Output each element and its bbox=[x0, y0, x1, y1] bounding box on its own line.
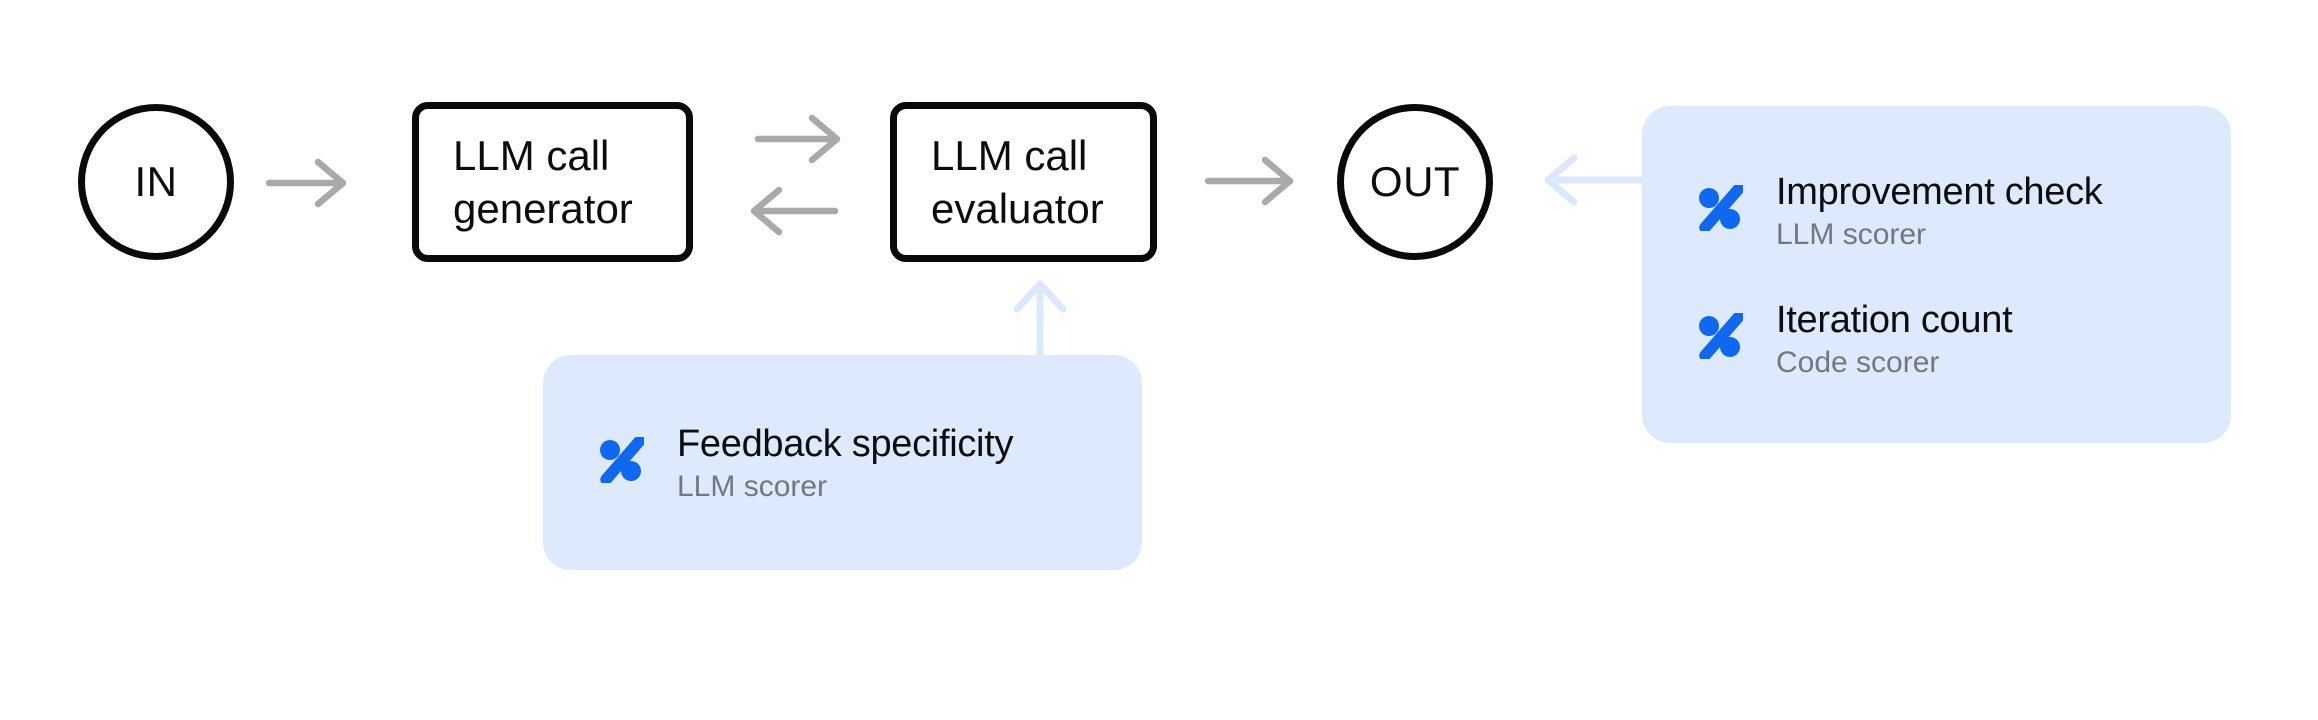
node-label-line: evaluator bbox=[931, 185, 1104, 232]
arrow-feedback-scorer-to-evaluator bbox=[1013, 280, 1067, 362]
feedback-scorer-panel: Feedback specificity LLM scorer bbox=[543, 355, 1142, 570]
input-node: IN bbox=[78, 104, 234, 260]
arrow-output-scorers-to-out bbox=[1544, 154, 1652, 206]
llm-call-generator-node: LLM call generator bbox=[412, 102, 693, 262]
output-scorers-panel: Improvement check LLM scorer Iteration c… bbox=[1642, 106, 2231, 443]
scorer-item-improvement-check: Improvement check LLM scorer bbox=[1699, 169, 2211, 253]
scorer-text: Feedback specificity LLM scorer bbox=[677, 421, 1013, 505]
scorer-item-feedback-specificity: Feedback specificity LLM scorer bbox=[600, 421, 1122, 505]
node-label-line: LLM call bbox=[453, 132, 610, 179]
percent-scorer-icon bbox=[1699, 184, 1743, 231]
arrow-evaluator-to-out bbox=[1204, 156, 1294, 206]
scorer-text: Improvement check LLM scorer bbox=[1776, 169, 2103, 253]
scorer-item-iteration-count: Iteration count Code scorer bbox=[1699, 297, 2211, 381]
scorer-subtitle: LLM scorer bbox=[1776, 217, 1927, 251]
output-node-label: OUT bbox=[1369, 158, 1461, 205]
scorer-title: Improvement check bbox=[1776, 170, 2103, 213]
llm-call-evaluator-node: LLM call evaluator bbox=[890, 102, 1157, 262]
percent-scorer-icon bbox=[1699, 312, 1743, 359]
scorer-title: Feedback specificity bbox=[677, 422, 1014, 465]
scorer-subtitle: Code scorer bbox=[1776, 345, 1940, 379]
node-label-line: generator bbox=[453, 185, 633, 232]
input-node-label: IN bbox=[134, 158, 178, 205]
scorer-subtitle: LLM scorer bbox=[677, 469, 828, 503]
node-label-line: LLM call bbox=[931, 132, 1088, 179]
scorer-text: Iteration count Code scorer bbox=[1776, 297, 2013, 381]
percent-scorer-icon bbox=[600, 436, 644, 483]
scorer-title: Iteration count bbox=[1776, 298, 2013, 341]
arrow-in-to-generator bbox=[265, 158, 347, 208]
output-node: OUT bbox=[1337, 104, 1493, 260]
arrow-generator-to-evaluator bbox=[754, 114, 841, 164]
arrow-evaluator-to-generator bbox=[750, 186, 839, 236]
